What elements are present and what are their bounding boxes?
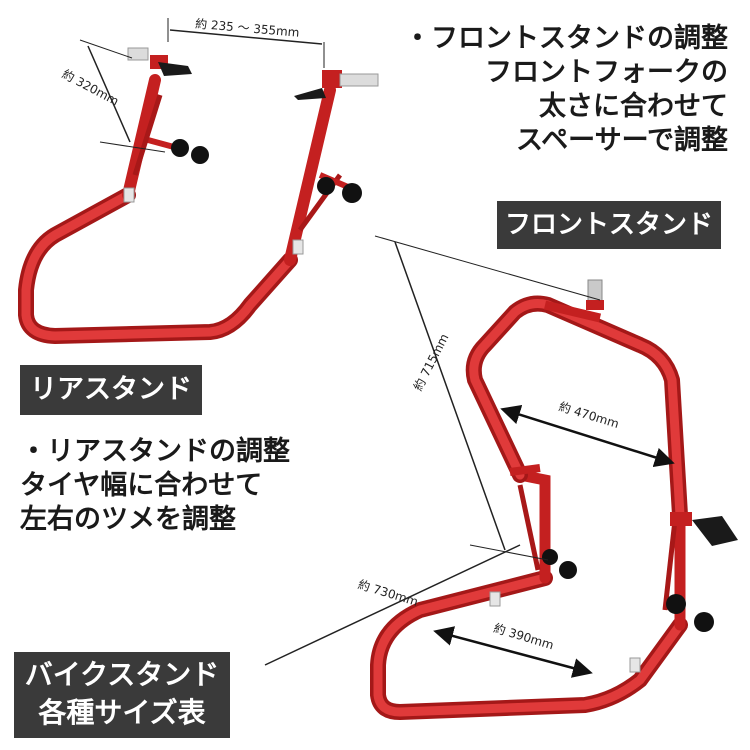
rear-desc-line: ・リアスタンドの調整 xyxy=(20,436,290,467)
rear-dimension-lines xyxy=(79,18,325,153)
rear-width-label: 約 235 ～ 355mm xyxy=(195,16,301,40)
front-desc-line: ・フロントスタンドの調整 xyxy=(404,23,728,54)
front-desc-line: 太さに合わせて xyxy=(539,91,728,122)
front-top-width-label: 約 470mm xyxy=(557,399,621,432)
rear-stand xyxy=(18,47,379,344)
front-bottom-width-label: 約 390mm xyxy=(492,620,556,653)
size-label-line: バイクスタンド xyxy=(24,658,220,691)
front-desc-line: スペーサーで調整 xyxy=(516,125,728,156)
front-stand-description: ・フロントスタンドの調整 フロントフォークの 太さに合わせて スペーサーで調整 xyxy=(404,22,728,158)
rear-stand-description: ・リアスタンドの調整 タイヤ幅に合わせて 左右のツメを調整 xyxy=(20,435,290,537)
size-label-line: 各種サイズ表 xyxy=(38,696,206,729)
rear-desc-line: 左右のツメを調整 xyxy=(20,504,236,535)
front-depth-label: 約 730mm xyxy=(356,576,420,609)
front-desc-line: フロントフォークの xyxy=(485,57,728,88)
size-table-label: バイクスタンド 各種サイズ表 xyxy=(14,652,230,738)
front-stand xyxy=(370,279,738,720)
rear-stand-label: リアスタンド xyxy=(20,365,202,415)
front-dimension-lines xyxy=(264,235,675,678)
front-stand-label: フロントスタンド xyxy=(497,201,721,249)
rear-height-label: 約 320mm xyxy=(60,66,122,108)
rear-desc-line: タイヤ幅に合わせて xyxy=(20,470,263,501)
